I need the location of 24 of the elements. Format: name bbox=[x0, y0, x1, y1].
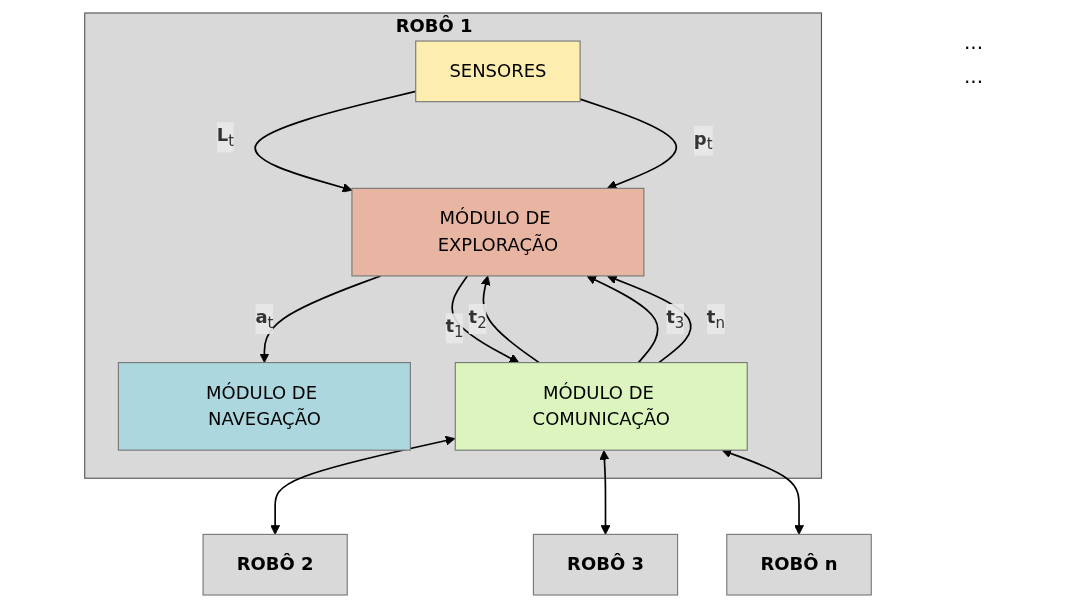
edge-label: a$_{t}$ bbox=[255, 306, 274, 332]
node-box: SENSORES bbox=[415, 40, 581, 103]
edge-label: L$_{t}$ bbox=[216, 124, 235, 150]
arrow bbox=[607, 274, 692, 364]
edge-label: t$_{1}$ bbox=[445, 315, 464, 341]
ellipsis-label: ... bbox=[964, 30, 985, 54]
arrow bbox=[586, 275, 659, 364]
arrow bbox=[270, 435, 456, 535]
edge-label: p$_{t}$ bbox=[693, 127, 713, 153]
edge-label: t$_{n}$ bbox=[706, 306, 725, 332]
node-box: ROBÔ n bbox=[726, 533, 872, 596]
arrow bbox=[599, 450, 611, 535]
edge-label: t$_{3}$ bbox=[666, 306, 685, 332]
node-box: MÓDULO DE EXPLORAÇÃO bbox=[351, 187, 645, 277]
edge-label: t$_{2}$ bbox=[468, 306, 487, 332]
ellipsis-label: ... bbox=[964, 64, 985, 88]
arrow bbox=[259, 275, 382, 364]
node-box: MÓDULO DE COMUNICAÇÃO bbox=[454, 362, 748, 451]
arrow bbox=[480, 275, 540, 364]
arrow bbox=[579, 98, 678, 190]
node-box: ROBÔ 2 bbox=[202, 533, 348, 596]
node-box: MÓDULO DE NAVEGAÇÃO bbox=[117, 362, 411, 451]
node-box: ROBÔ 3 bbox=[532, 533, 679, 596]
arrow bbox=[451, 275, 520, 364]
